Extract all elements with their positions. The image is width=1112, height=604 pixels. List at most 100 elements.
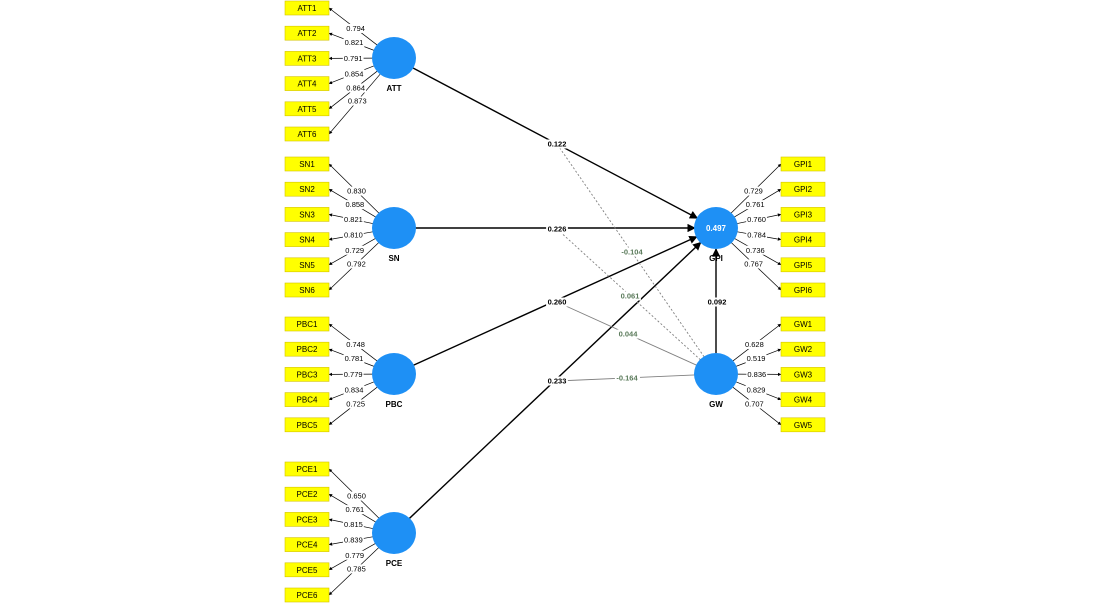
loading-value: 0.779	[345, 551, 364, 560]
latent-circle[interactable]	[372, 37, 416, 79]
indicator-gpi4[interactable]: GPI4	[780, 232, 826, 247]
indicator-pce4[interactable]: PCE4	[284, 537, 330, 552]
loading-value-bg	[345, 23, 366, 33]
indicator-sn1[interactable]: SN1	[284, 156, 330, 172]
loading-value-bg	[746, 369, 768, 379]
indicator-gpi1[interactable]: GPI1	[780, 156, 826, 172]
loading-value: 0.729	[345, 246, 364, 255]
indicator-label: GW2	[794, 345, 813, 354]
loading-value: 0.858	[345, 200, 364, 209]
loading-value-bg	[344, 550, 366, 560]
loading-value-bg	[344, 245, 366, 255]
indicator-label: SN3	[299, 210, 315, 219]
loading-value-bg	[746, 215, 767, 225]
latent-circle[interactable]	[694, 353, 738, 395]
indicator-pbc1[interactable]: PBC1	[284, 316, 330, 332]
loading-value-bg	[342, 369, 364, 379]
latent-gw[interactable]: GW	[694, 353, 738, 409]
loading-value: 0.830	[347, 187, 366, 196]
loading-value: 0.836	[747, 370, 766, 379]
loading-value-bg	[343, 69, 365, 79]
path-coefficient-bg	[619, 291, 641, 301]
loading-value-bg	[343, 385, 365, 395]
indicator-gpi6[interactable]: GPI6	[780, 282, 826, 298]
latent-circle[interactable]	[694, 207, 738, 249]
indicator-att3[interactable]: ATT3	[284, 51, 330, 66]
indicator-gw5[interactable]: GW5	[780, 417, 826, 433]
loading-value-bg	[744, 200, 766, 210]
latent-label: GW	[709, 400, 723, 409]
indicator-pce2[interactable]: PCE2	[284, 486, 330, 502]
loading-value: 0.834	[345, 385, 364, 394]
path-coefficient-bg	[706, 297, 728, 307]
latent-att[interactable]: ATT	[372, 37, 416, 93]
loading-value-bg	[745, 354, 767, 364]
indicator-pbc5[interactable]: PBC5	[284, 417, 330, 433]
indicator-gw3[interactable]: GW3	[780, 367, 826, 382]
indicator-label: ATT4	[298, 80, 318, 89]
indicator-sn6[interactable]: SN6	[284, 282, 330, 298]
loading-value: 0.785	[347, 564, 366, 573]
indicator-gpi5[interactable]: GPI5	[780, 257, 826, 273]
indicator-pbc4[interactable]: PBC4	[284, 392, 330, 407]
indicator-att6[interactable]: ATT6	[284, 126, 330, 142]
indicator-label: ATT1	[298, 4, 318, 13]
indicator-label: PCE1	[297, 465, 318, 474]
loading-value-bg	[346, 491, 367, 501]
latent-sn[interactable]: SN	[372, 207, 416, 263]
indicator-sn2[interactable]: SN2	[284, 181, 330, 197]
indicator-label: GPI5	[794, 261, 813, 270]
indicator-gw1[interactable]: GW1	[780, 316, 826, 332]
loading-value-bg	[343, 38, 365, 48]
indicator-gpi2[interactable]: GPI2	[780, 181, 826, 197]
latent-label: SN	[388, 254, 399, 263]
indicator-pce1[interactable]: PCE1	[284, 461, 330, 477]
indicator-pce3[interactable]: PCE3	[284, 512, 330, 527]
indicator-sn3[interactable]: SN3	[284, 207, 330, 222]
loading-value: 0.829	[747, 385, 766, 394]
loading-value: 0.761	[345, 505, 364, 514]
indicator-pce5[interactable]: PCE5	[284, 562, 330, 578]
loading-value: 0.873	[348, 96, 367, 105]
indicator-pbc2[interactable]: PBC2	[284, 341, 330, 357]
latent-label: PCE	[386, 559, 403, 568]
loading-value: 0.839	[344, 536, 363, 545]
indicator-pbc3[interactable]: PBC3	[284, 367, 330, 382]
indicator-label: SN1	[299, 160, 315, 169]
indicator-gw4[interactable]: GW4	[780, 392, 826, 407]
loading-value-bg	[346, 96, 368, 106]
loading-value: 0.792	[347, 259, 366, 268]
loading-value-bg	[743, 259, 764, 269]
indicator-att4[interactable]: ATT4	[284, 76, 330, 91]
loading-value: 0.761	[746, 200, 765, 209]
indicator-sn4[interactable]: SN4	[284, 232, 330, 247]
loading-value-bg	[743, 399, 765, 409]
loading-value: 0.779	[344, 370, 363, 379]
indicator-sn5[interactable]: SN5	[284, 257, 330, 273]
indicator-gw2[interactable]: GW2	[780, 341, 826, 357]
latent-circle[interactable]	[372, 353, 416, 395]
loading-value-bg	[343, 215, 364, 225]
loading-value-bg	[744, 339, 765, 349]
latent-circle[interactable]	[372, 207, 416, 249]
indicator-pce6[interactable]: PCE6	[284, 587, 330, 603]
loading-value-bg	[344, 200, 366, 210]
latent-circle[interactable]	[372, 512, 416, 554]
loading-value: 0.650	[347, 492, 366, 501]
latent-pce[interactable]: PCE	[372, 512, 416, 568]
indicator-label: SN2	[299, 185, 315, 194]
path-coefficient: 0.092	[708, 298, 727, 307]
indicator-label: GPI6	[794, 286, 813, 295]
indicator-att5[interactable]: ATT5	[284, 101, 330, 117]
loading-value: 0.760	[747, 215, 766, 224]
path-coefficient: 0.044	[619, 330, 639, 339]
loading-value-bg	[345, 339, 366, 349]
latent-pbc[interactable]: PBC	[372, 353, 416, 409]
indicator-gpi3[interactable]: GPI3	[780, 207, 826, 222]
indicator-att1[interactable]: ATT1	[284, 0, 330, 16]
indicator-label: GPI4	[794, 236, 813, 245]
loading-value: 0.707	[745, 399, 764, 408]
path-coefficient-bg	[546, 297, 568, 307]
indicator-att2[interactable]: ATT2	[284, 25, 330, 41]
